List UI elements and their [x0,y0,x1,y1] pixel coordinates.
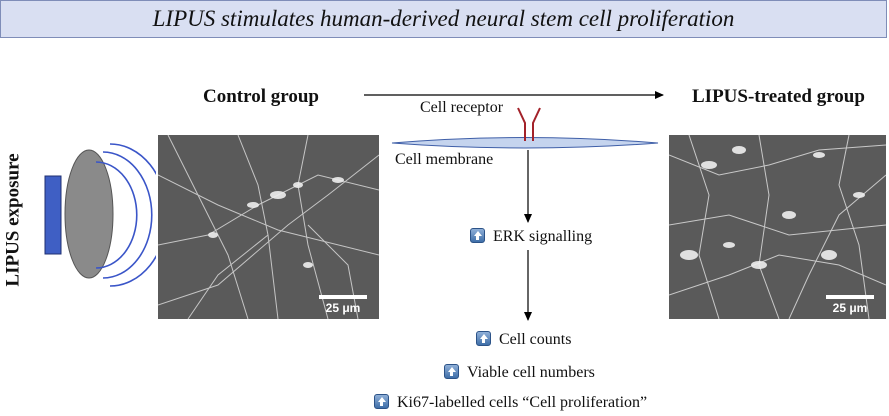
control-scale-label: 25 μm [325,301,361,315]
figure-title: LIPUS stimulates human-derived neural st… [0,0,887,38]
sound-wave-2 [102,151,153,279]
up-arrow-icon [444,364,459,379]
treated-scale-bar: 25 μm [824,295,876,315]
outcome-label: Ki67-labelled cells “Cell proliferation” [397,394,648,411]
treated-micrograph: 25 μm [669,135,886,319]
outcome-label: Cell counts [499,331,572,348]
up-arrow-icon [476,331,491,346]
treated-group-label: LIPUS-treated group [692,86,865,107]
cell-receptor-label: Cell receptor [420,99,504,116]
outcome-item: Cell counts [476,331,571,349]
control-group-label: Control group [203,86,319,107]
erk-item: ERK signalling [470,228,592,246]
control-scale-bar: 25 μm [317,295,369,315]
up-arrow-icon [470,228,485,243]
cell-membrane-shape [391,137,659,149]
outcome-item: Ki67-labelled cells “Cell proliferation” [374,394,647,412]
outcome-item: Viable cell numbers [444,364,595,382]
outcome-label: Viable cell numbers [467,364,595,381]
cell-membrane-label: Cell membrane [395,151,494,168]
up-arrow-icon [374,394,389,409]
erk-label: ERK signalling [493,228,593,245]
cell-receptor-icon [517,107,541,141]
control-micrograph: 25 μm [158,135,379,319]
treated-scale-label: 25 μm [832,301,868,315]
sound-wave-1 [95,161,138,269]
sound-wave-3 [109,143,156,287]
ultrasound-transducer-icon [44,143,156,287]
